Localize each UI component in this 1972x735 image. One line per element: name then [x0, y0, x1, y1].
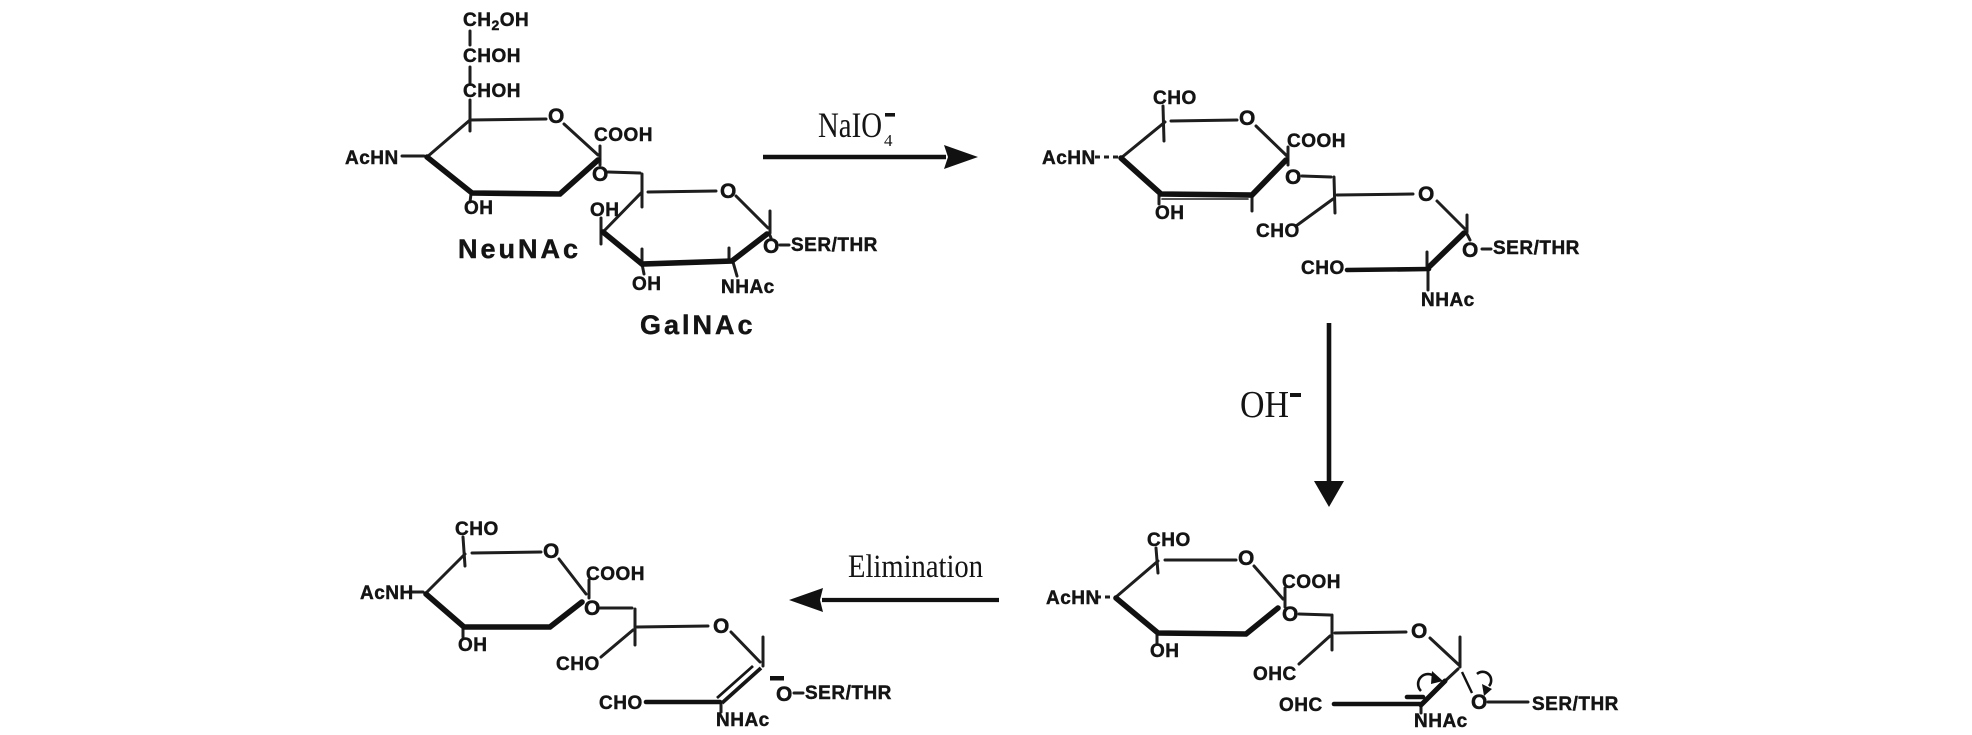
svg-text:O: O — [1418, 183, 1434, 206]
svg-text:CHOH: CHOH — [463, 46, 521, 67]
svg-text:AcHN: AcHN — [1042, 148, 1096, 169]
svg-text:NHAc: NHAc — [716, 710, 770, 731]
svg-text:SER/THR: SER/THR — [1493, 238, 1580, 259]
svg-text:OH: OH — [1155, 203, 1185, 224]
svg-text:OH: OH — [1150, 641, 1180, 662]
svg-text:O: O — [1239, 107, 1255, 130]
svg-text:COOH: COOH — [1282, 572, 1341, 593]
svg-text:O: O — [584, 597, 600, 620]
svg-text:CHO: CHO — [455, 519, 499, 540]
svg-text:COOH: COOH — [594, 125, 653, 146]
svg-text:OH: OH — [590, 200, 620, 221]
svg-text:O: O — [1411, 620, 1427, 643]
svg-text:OH: OH — [464, 198, 494, 219]
svg-text:AcHN: AcHN — [345, 148, 399, 169]
svg-text:CHO: CHO — [1256, 221, 1300, 242]
svg-text:CHO: CHO — [599, 693, 643, 714]
svg-text:CHO: CHO — [1147, 530, 1191, 551]
svg-text:COOH: COOH — [1287, 131, 1346, 152]
svg-text:O: O — [1282, 603, 1298, 626]
svg-text:NHAc: NHAc — [1421, 290, 1475, 311]
svg-text:OHC: OHC — [1253, 664, 1297, 685]
svg-text:O: O — [720, 180, 736, 203]
svg-text:OH: OH — [458, 635, 488, 656]
svg-text:SER/THR: SER/THR — [805, 683, 892, 704]
svg-text:CHO: CHO — [1153, 88, 1197, 109]
svg-text:O: O — [763, 235, 779, 258]
svg-text:AcHN: AcHN — [1046, 588, 1100, 609]
svg-text:COOH: COOH — [586, 564, 645, 585]
svg-text:CHO: CHO — [1301, 258, 1345, 279]
svg-text:CH2OH: CH2OH — [463, 10, 529, 33]
svg-text:NaIO: NaIO — [818, 105, 882, 145]
svg-text:Elimination: Elimination — [848, 549, 983, 585]
svg-text:4: 4 — [884, 131, 893, 150]
svg-text:O: O — [776, 683, 792, 706]
svg-text:O: O — [1285, 166, 1301, 189]
svg-text:AcNH: AcNH — [360, 583, 414, 604]
svg-text:O: O — [1471, 691, 1487, 714]
svg-text:OHC: OHC — [1279, 695, 1323, 716]
svg-text:CHOH: CHOH — [463, 81, 521, 102]
svg-text:O: O — [1462, 239, 1478, 262]
svg-text:OH: OH — [632, 274, 662, 295]
svg-text:CHO: CHO — [556, 654, 600, 675]
svg-text:NHAc: NHAc — [1414, 711, 1468, 732]
svg-text:O: O — [592, 163, 608, 186]
svg-text:OH: OH — [1240, 384, 1289, 426]
svg-text:SER/THR: SER/THR — [1532, 694, 1619, 715]
svg-text:NHAc: NHAc — [721, 277, 775, 298]
svg-text:SER/THR: SER/THR — [791, 235, 878, 256]
svg-text:O: O — [713, 615, 729, 638]
svg-text:O: O — [548, 105, 564, 128]
svg-text:GalNAc: GalNAc — [640, 310, 756, 340]
svg-text:O: O — [1238, 547, 1254, 570]
svg-text:NeuNAc: NeuNAc — [458, 234, 581, 264]
svg-text:O: O — [543, 540, 559, 563]
